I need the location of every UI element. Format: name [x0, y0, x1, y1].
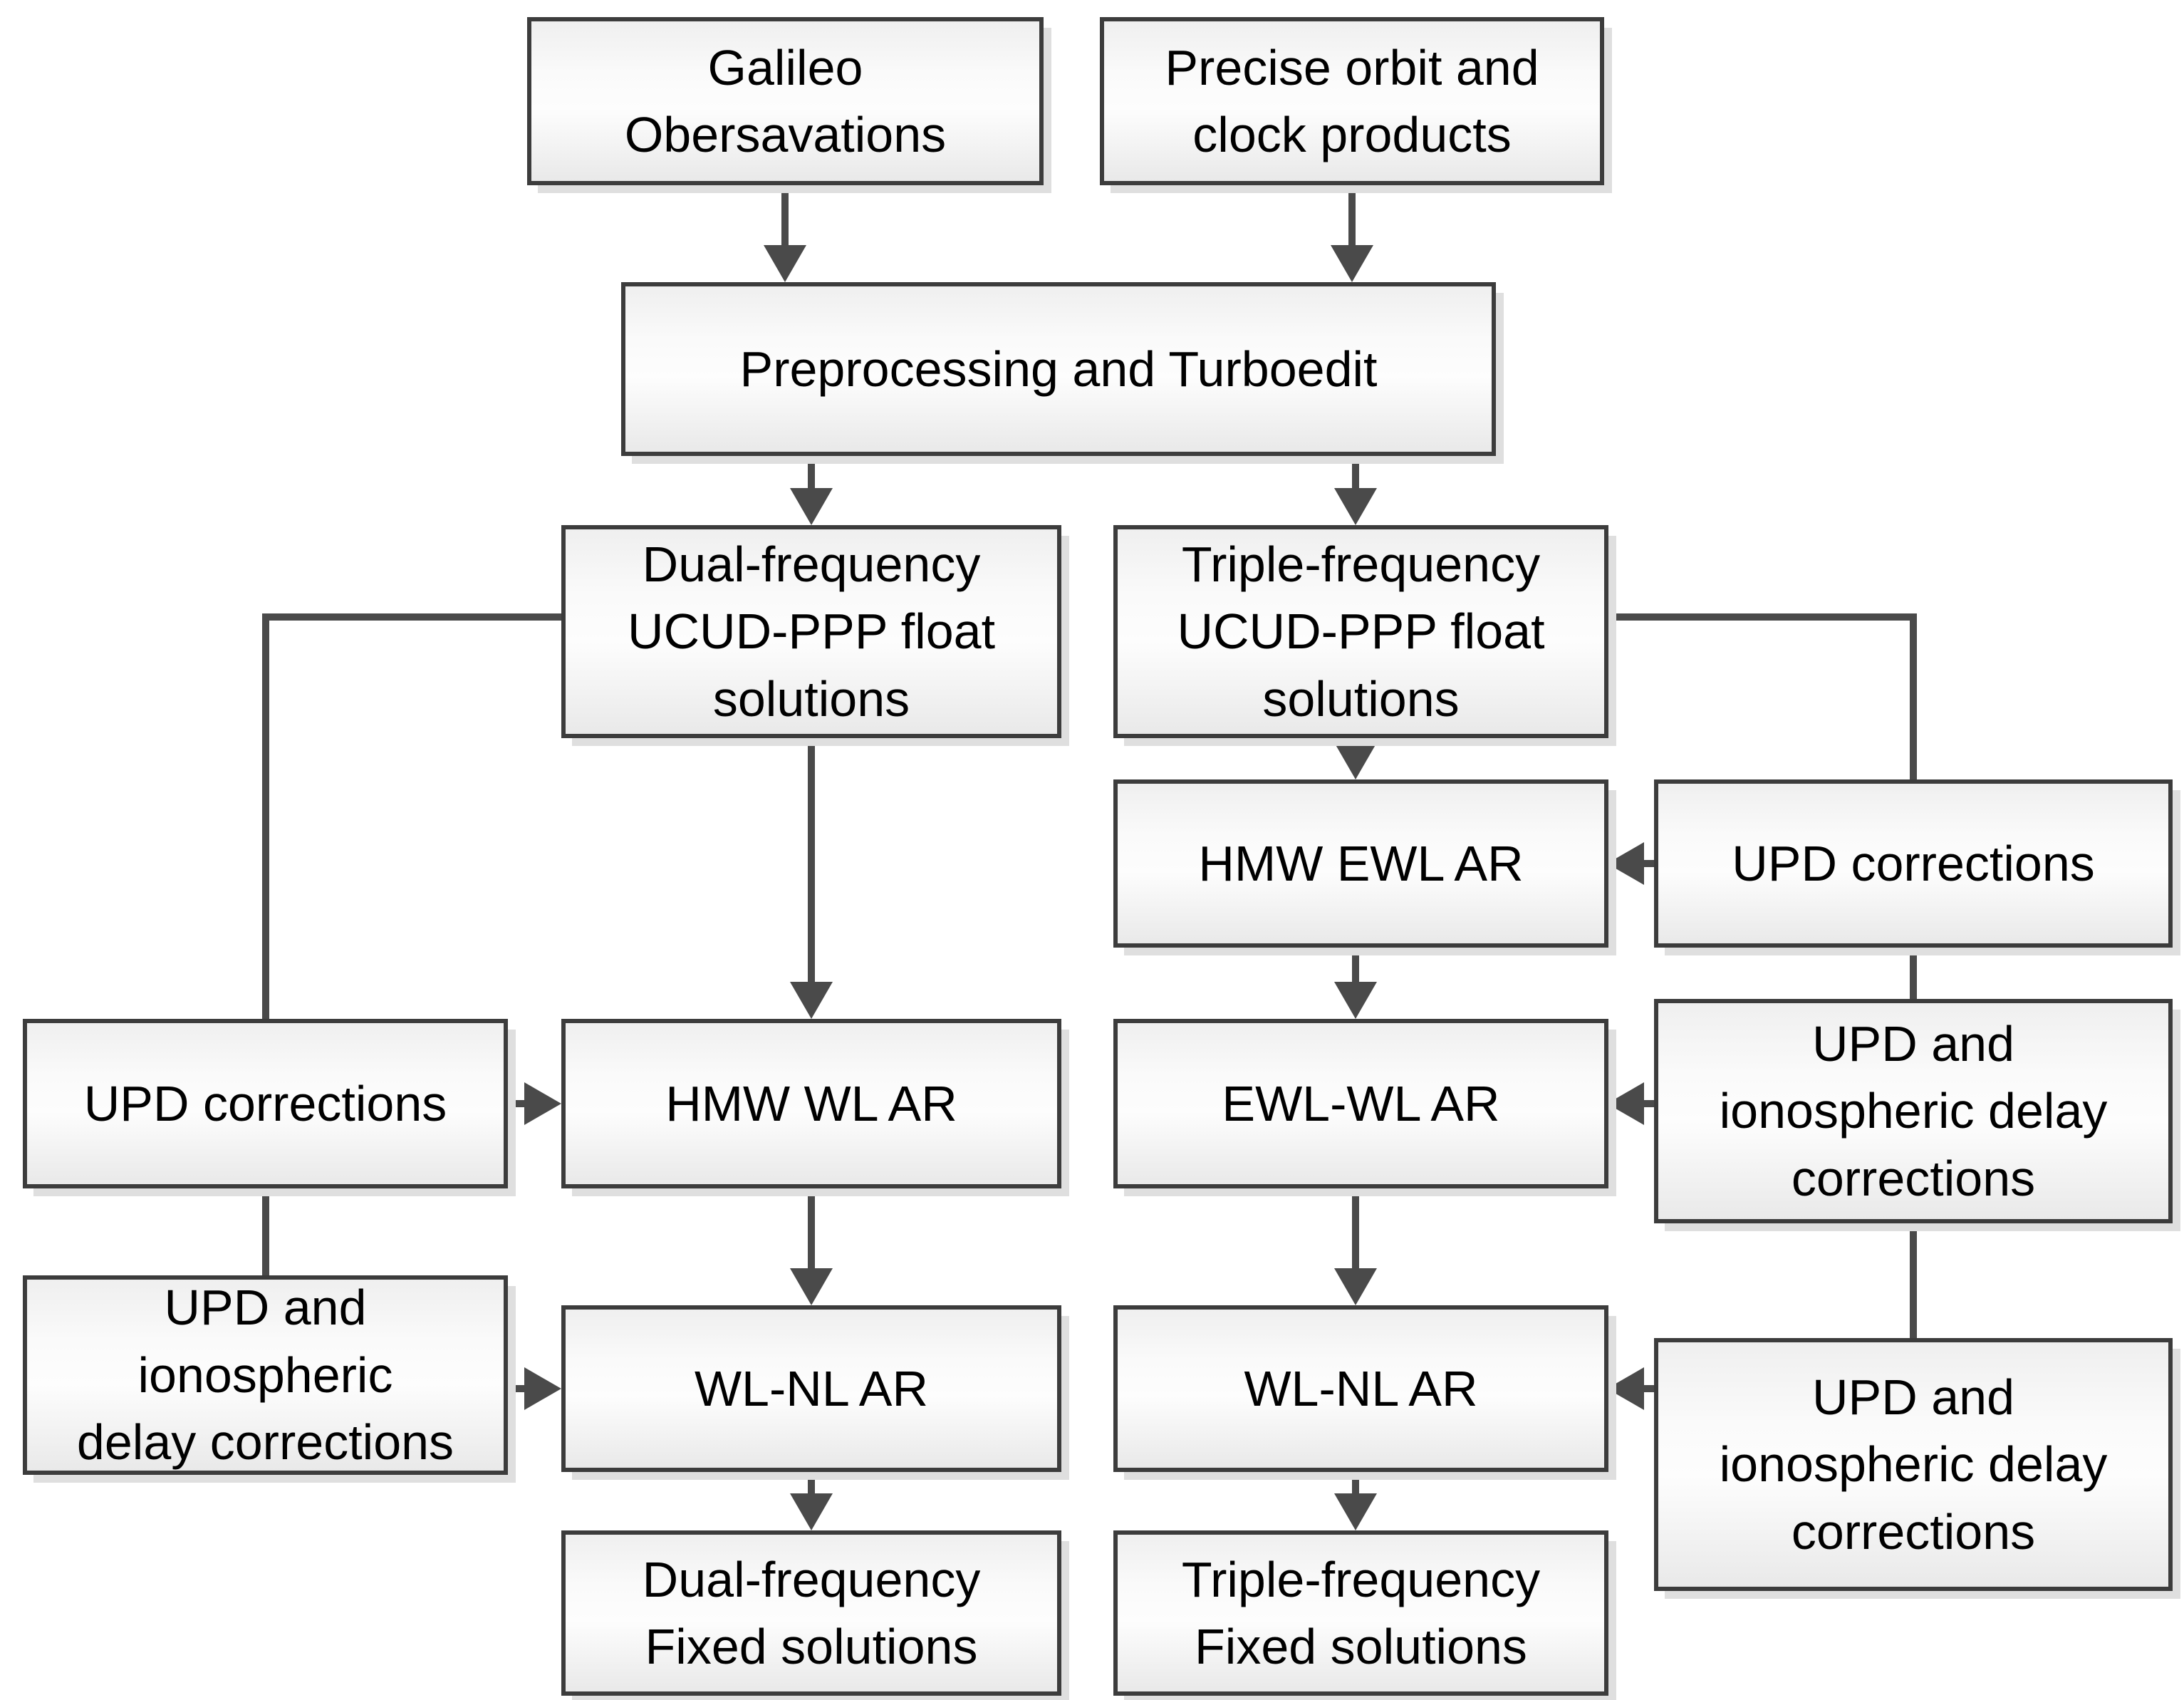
node-triple-freq-float-label: Triple-frequency UCUD-PPP float solution…	[1177, 536, 1545, 727]
node-dual-freq-float: Dual-frequency UCUD-PPP float solutions	[561, 525, 1061, 738]
arrow-updright-to-hmwewl	[1607, 842, 1654, 885]
connector-dualfloat-to-updleft-horizontal	[262, 613, 561, 621]
node-ewl-wl-ar-label: EWL-WL AR	[1222, 1075, 1500, 1131]
node-upd-corrections-left-label: UPD corrections	[83, 1075, 447, 1131]
arrow-hmwwl-to-wlnlleft	[790, 1188, 833, 1305]
node-hmw-wl-ar: HMW WL AR	[561, 1019, 1061, 1188]
node-hmw-ewl-ar-label: HMW EWL AR	[1198, 835, 1524, 891]
node-galileo-observations-label: Galileo Obersavations	[624, 39, 947, 163]
arrow-iono2-to-wlnlright	[1607, 1367, 1654, 1410]
connector-updleft-to-ionoleft	[262, 1188, 269, 1275]
node-ewl-wl-ar: EWL-WL AR	[1113, 1019, 1608, 1188]
node-upd-corrections-right: UPD corrections	[1654, 779, 2173, 948]
node-upd-corrections-left: UPD corrections	[23, 1019, 508, 1188]
node-hmw-wl-ar-label: HMW WL AR	[665, 1075, 957, 1131]
node-precise-orbit-clock-label: Precise orbit and clock products	[1165, 39, 1539, 163]
arrow-hmwewl-to-ewlwl	[1334, 948, 1377, 1019]
connector-dualfloat-to-updleft-vertical	[262, 613, 269, 1019]
arrow-precise-to-preprocessing	[1331, 185, 1373, 282]
node-dual-freq-fixed: Dual-frequency Fixed solutions	[561, 1530, 1061, 1696]
node-precise-orbit-clock: Precise orbit and clock products	[1100, 17, 1604, 185]
node-preprocessing-turboedit: Preprocessing and Turboedit	[621, 282, 1496, 456]
node-dual-freq-fixed-label: Dual-frequency Fixed solutions	[642, 1551, 981, 1675]
node-upd-iono-right-1-label: UPD and ionospheric delay corrections	[1719, 1015, 2108, 1206]
arrow-preprocessing-to-triplefloat	[1334, 456, 1377, 525]
node-wl-nl-ar-right-label: WL-NL AR	[1244, 1360, 1478, 1416]
node-galileo-observations: Galileo Obersavations	[527, 17, 1044, 185]
node-upd-iono-right-1: UPD and ionospheric delay corrections	[1654, 999, 2173, 1223]
node-triple-freq-fixed: Triple-frequency Fixed solutions	[1113, 1530, 1608, 1696]
node-hmw-ewl-ar: HMW EWL AR	[1113, 779, 1608, 948]
arrow-preprocessing-to-dualfloat	[790, 456, 833, 525]
node-upd-iono-right-2: UPD and ionospheric delay corrections	[1654, 1338, 2173, 1591]
arrow-galileo-to-preprocessing	[764, 185, 806, 282]
connector-triplefloat-to-updright-vertical	[1910, 613, 1917, 779]
connector-iono1-to-iono2	[1910, 1223, 1917, 1338]
arrow-triplefloat-to-hmwewl	[1334, 738, 1377, 779]
node-dual-freq-float-label: Dual-frequency UCUD-PPP float solutions	[627, 536, 996, 727]
arrow-ewlwl-to-wlnlright	[1334, 1188, 1377, 1305]
node-triple-freq-float: Triple-frequency UCUD-PPP float solution…	[1113, 525, 1608, 738]
arrow-dualfloat-to-hmwwl	[790, 738, 833, 1019]
arrow-iono1-to-ewlwl	[1607, 1082, 1654, 1125]
node-wl-nl-ar-right: WL-NL AR	[1113, 1305, 1608, 1472]
node-wl-nl-ar-left: WL-NL AR	[561, 1305, 1061, 1472]
node-upd-iono-left: UPD and ionospheric delay corrections	[23, 1275, 508, 1475]
arrow-ionoleft-to-wlnlleft	[508, 1367, 561, 1410]
node-upd-iono-left-label: UPD and ionospheric delay corrections	[76, 1280, 454, 1471]
connector-updright-to-iono1	[1910, 948, 1917, 999]
node-preprocessing-turboedit-label: Preprocessing and Turboedit	[739, 341, 1378, 397]
node-wl-nl-ar-left-label: WL-NL AR	[694, 1360, 929, 1416]
node-upd-iono-right-2-label: UPD and ionospheric delay corrections	[1719, 1369, 2108, 1560]
arrow-wlnlleft-to-dualfixed	[790, 1472, 833, 1530]
node-triple-freq-fixed-label: Triple-frequency Fixed solutions	[1181, 1551, 1541, 1675]
arrow-updleft-to-hmwwl	[508, 1082, 561, 1125]
connector-triplefloat-to-updright-horizontal	[1608, 613, 1917, 621]
arrow-wlnlright-to-triplefixed	[1334, 1472, 1377, 1530]
node-upd-corrections-right-label: UPD corrections	[1732, 835, 2095, 891]
